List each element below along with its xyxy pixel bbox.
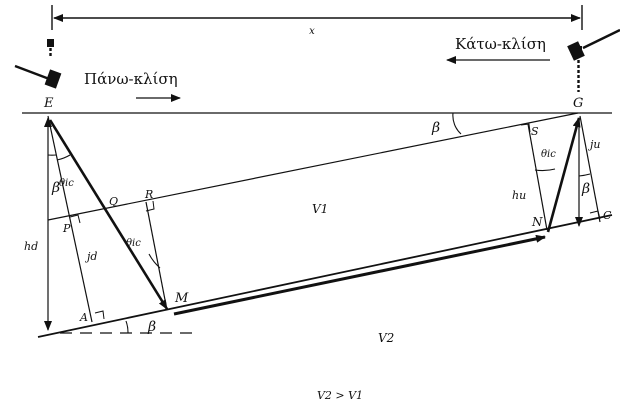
ju-perpendicular	[579, 115, 601, 223]
hd-label: hd	[24, 240, 38, 253]
angle-arc-right-theta	[534, 168, 556, 172]
jd-label: jd	[84, 250, 97, 263]
hu-label: hu	[512, 189, 526, 202]
point-Q-label: Q	[109, 195, 118, 208]
theta-ic-left-label: θic	[59, 178, 74, 189]
updip-label: Πάνω-κλίση	[84, 70, 178, 88]
point-G-label: G	[573, 96, 583, 111]
beta-left-label: β	[51, 180, 60, 196]
point-S-label: S	[531, 125, 539, 138]
point-M-label: M	[174, 291, 189, 306]
beta-right-label: β	[581, 181, 590, 197]
theta-ic-right-label: θic	[541, 149, 556, 160]
angle-arc-surface	[452, 112, 462, 135]
angle-arc-bottom-beta	[125, 320, 129, 334]
velocity-relation-label: V2 > V1	[317, 389, 363, 402]
right-angle-R	[145, 200, 155, 212]
R-perpendicular	[145, 201, 167, 306]
angle-arc-left-theta	[56, 154, 71, 161]
point-N-label: N	[531, 215, 543, 229]
hammer-right-icon	[567, 28, 620, 61]
v2-label: V2	[378, 331, 394, 345]
ray-E-M	[48, 119, 169, 310]
ray-N-G	[546, 117, 581, 233]
v1-label: V1	[312, 202, 328, 216]
point-P-label: P	[62, 222, 71, 235]
point-R-label: R	[144, 188, 153, 201]
jd-perpendicular	[47, 115, 93, 323]
theta-ic-mid-label: θic	[126, 238, 141, 249]
head-wave-M-N	[173, 234, 546, 316]
parallel-line-E-S	[47, 112, 579, 221]
right-angle-A	[94, 310, 105, 320]
point-E-label: E	[43, 96, 54, 111]
ju-label: ju	[587, 138, 601, 151]
right-angle-P	[69, 214, 81, 224]
distance-label: x	[309, 26, 315, 37]
angle-arc-right-beta	[578, 173, 591, 177]
right-angle-S	[520, 123, 531, 133]
beta-surface-label: β	[431, 120, 440, 136]
geophone-left-icon	[47, 39, 54, 47]
downdip-label: Κάτω-κλίση	[455, 35, 546, 53]
point-C-label: C	[603, 209, 612, 222]
angle-arc-mid-theta	[148, 253, 161, 269]
hammer-left-icon	[14, 64, 62, 89]
point-A-label: A	[79, 311, 88, 324]
S-perpendicular	[527, 123, 548, 231]
refractor-interface	[37, 214, 613, 338]
beta-bottom-label: β	[147, 319, 156, 335]
right-angle-C	[589, 210, 601, 220]
